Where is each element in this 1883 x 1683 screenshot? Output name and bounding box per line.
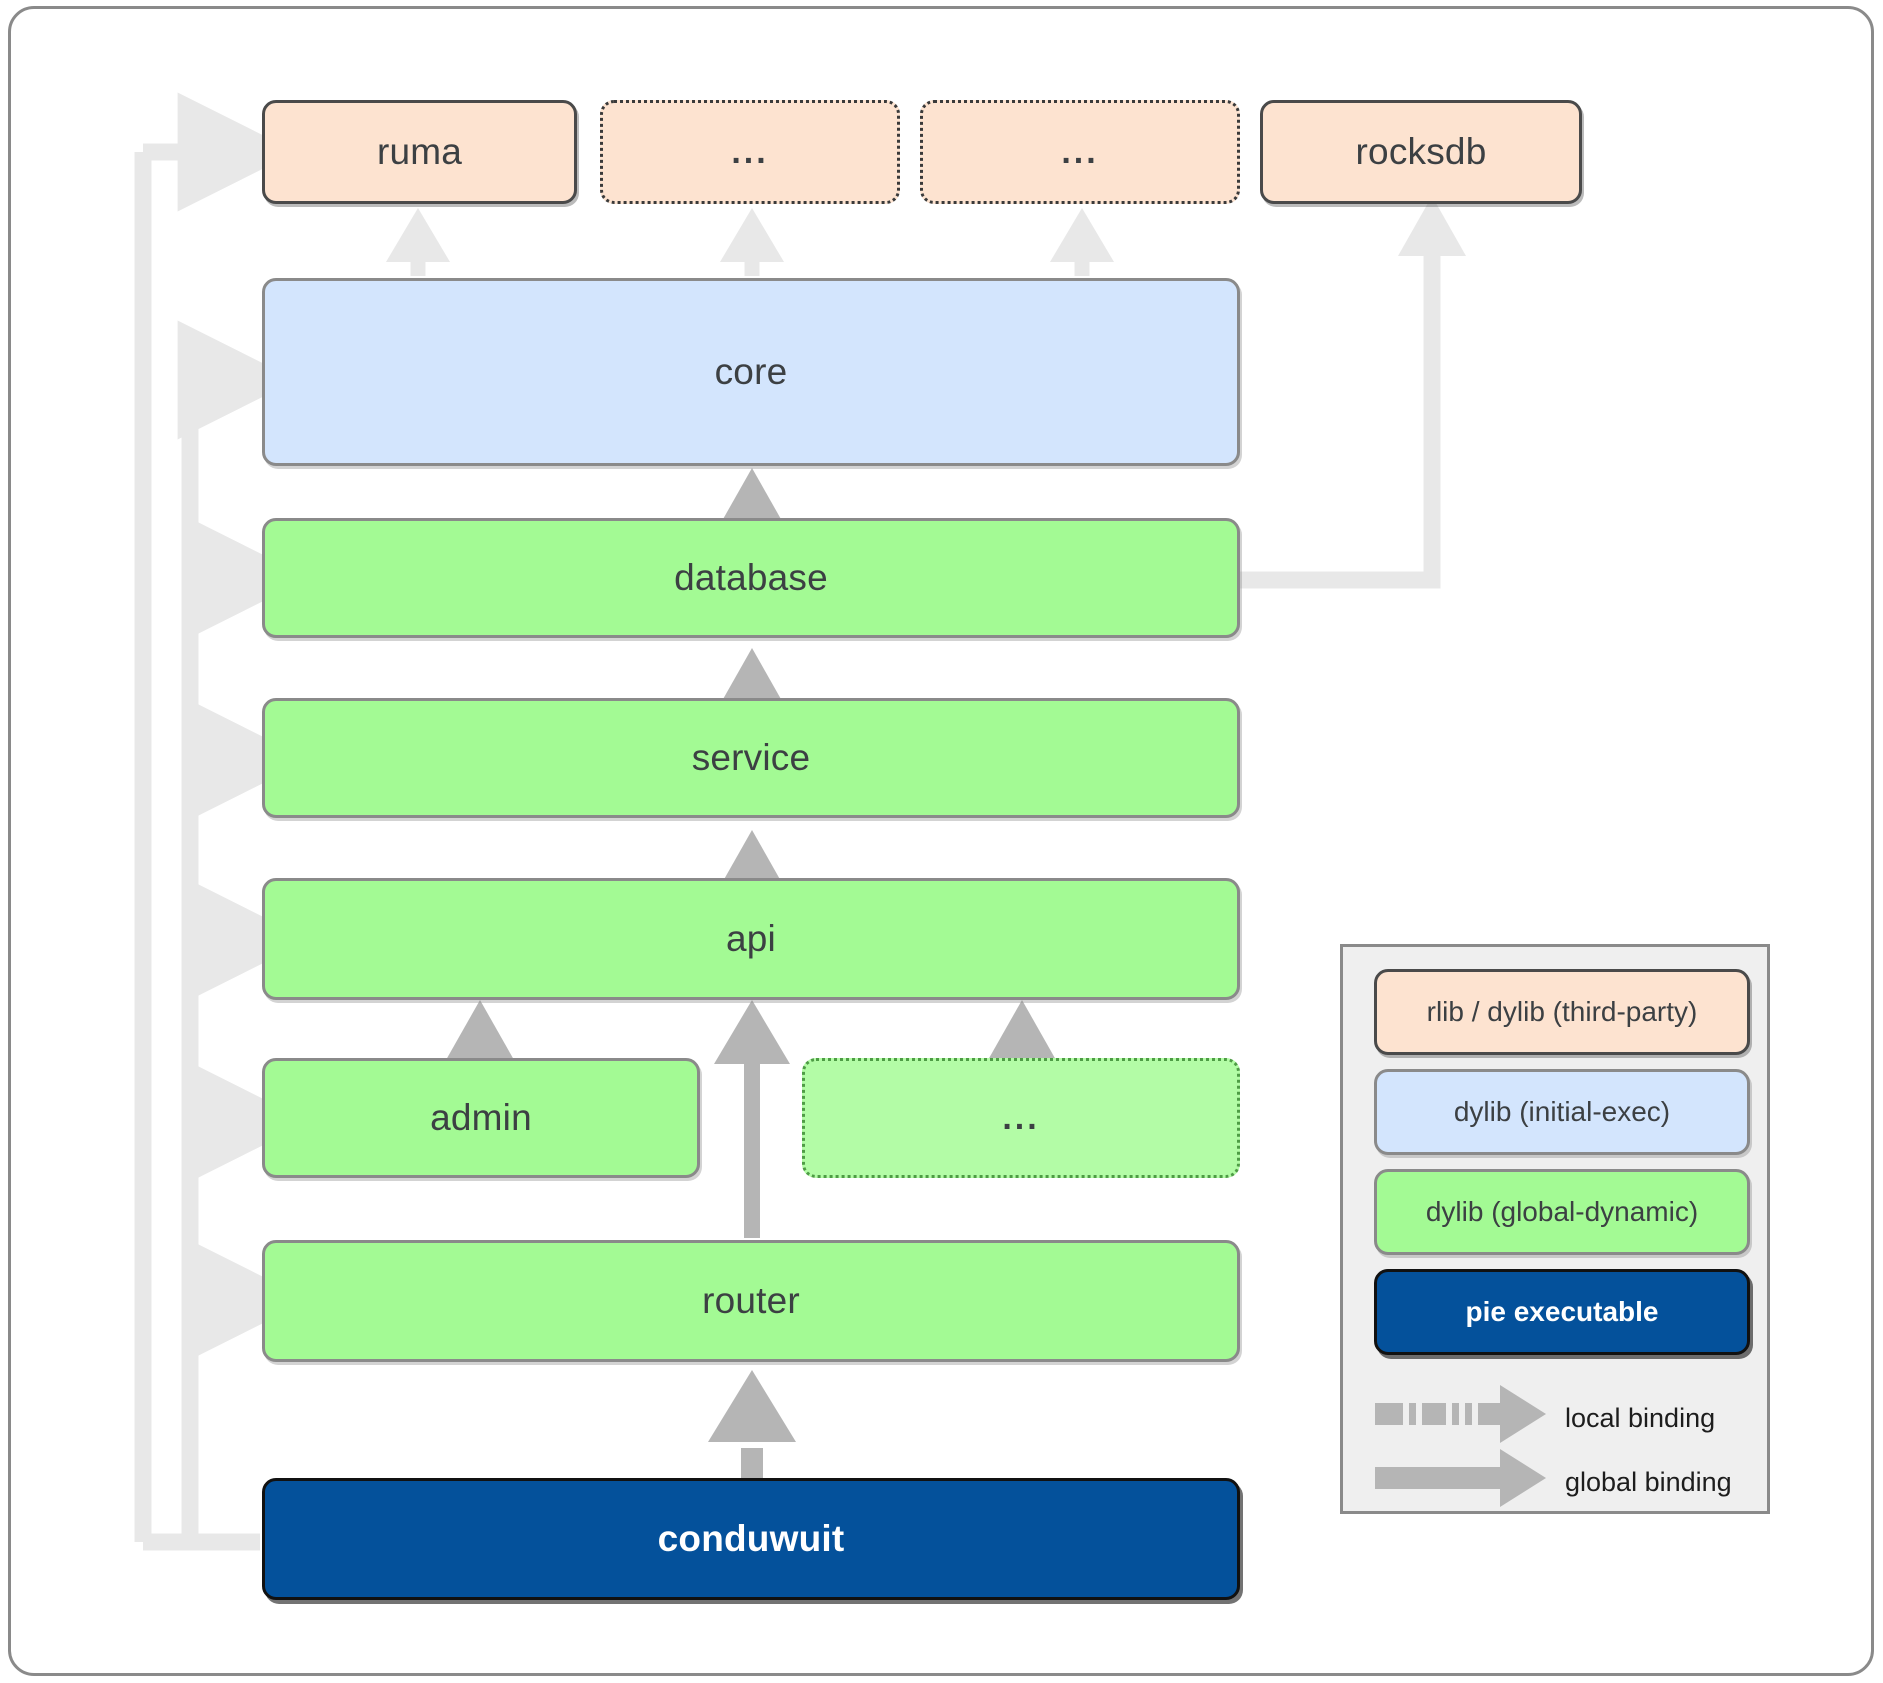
node-label: api (726, 918, 776, 959)
legend-binding-icons (1375, 1385, 1546, 1507)
node-rocksdb[interactable]: rocksdb (1260, 100, 1582, 204)
legend-label: dylib (initial-exec) (1453, 1096, 1671, 1127)
legend-swatch-initial-exec: dylib (initial-exec) (1374, 1069, 1750, 1155)
node-third-party-more-1[interactable]: ... (600, 100, 900, 204)
node-router[interactable]: router (262, 1240, 1240, 1362)
node-label: admin (430, 1097, 532, 1138)
node-service-more[interactable]: ... (802, 1058, 1240, 1178)
node-conduwuit[interactable]: conduwuit (262, 1478, 1240, 1600)
legend-swatch-global-dynamic: dylib (global-dynamic) (1374, 1169, 1750, 1255)
node-admin[interactable]: admin (262, 1058, 700, 1178)
legend-global-binding-label: global binding (1565, 1467, 1732, 1497)
node-service[interactable]: service (262, 698, 1240, 818)
node-label: rocksdb (1355, 131, 1487, 172)
node-label: conduwuit (657, 1518, 845, 1559)
node-label: database (674, 557, 828, 598)
legend-label: rlib / dylib (third-party) (1426, 996, 1698, 1027)
node-label: service (691, 737, 811, 778)
node-label: router (702, 1280, 800, 1321)
node-core[interactable]: core (262, 278, 1240, 466)
legend-swatch-pie-executable: pie executable (1374, 1269, 1750, 1355)
node-ruma[interactable]: ruma (262, 100, 577, 204)
node-api[interactable]: api (262, 878, 1240, 1000)
legend-swatch-third-party: rlib / dylib (third-party) (1374, 969, 1750, 1055)
node-label: core (714, 351, 788, 392)
node-third-party-more-2[interactable]: ... (920, 100, 1240, 204)
legend-panel: rlib / dylib (third-party) dylib (initia… (1340, 944, 1770, 1514)
legend-local-binding-label: local binding (1565, 1403, 1716, 1433)
node-label: ... (731, 132, 769, 171)
node-label: ... (1061, 132, 1099, 171)
legend-label: dylib (global-dynamic) (1425, 1196, 1699, 1227)
legend-label: pie executable (1465, 1296, 1659, 1327)
node-database[interactable]: database (262, 518, 1240, 638)
node-label: ... (1002, 1098, 1040, 1137)
node-label: ruma (376, 131, 463, 172)
